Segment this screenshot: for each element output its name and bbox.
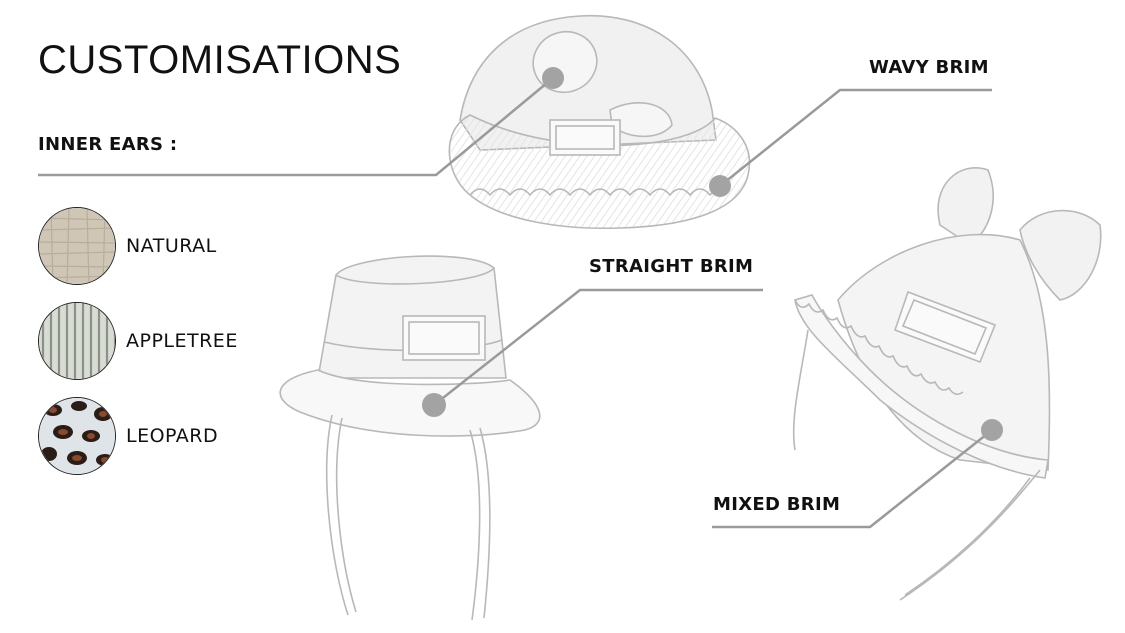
mixed-brim-leader [712,429,993,529]
straight-brim-label: STRAIGHT BRIM [589,256,754,277]
straight-brim-marker [422,393,446,417]
swatch-option-leopard[interactable]: LEOPARD [38,397,218,475]
swatch-label-appletree: APPLETREE [126,330,238,352]
marker-dots [422,67,1003,441]
wavy-brim-hat [448,14,751,230]
straight-brim-leader [433,288,763,406]
inner-ears-marker [542,67,564,89]
appletree-swatch [38,302,116,380]
inner-ears-heading: INNER EARS : [38,134,178,155]
wavy-brim-leader [719,88,992,187]
natural-swatch [38,207,116,285]
inner-ears-leader [38,77,554,177]
page-title: CUSTOMISATIONS [38,38,402,82]
straight-brim-hat [279,255,541,621]
leopard-swatch [38,397,116,475]
mixed-brim-marker [981,419,1003,441]
mixed-brim-label: MIXED BRIM [713,494,841,515]
swatch-label-natural: NATURAL [126,235,217,257]
swatch-option-natural[interactable]: NATURAL [38,207,217,285]
leader-lines [38,77,993,529]
mixed-brim-hat [792,167,1102,601]
swatch-label-leopard: LEOPARD [126,425,219,447]
swatch-option-appletree[interactable]: APPLETREE [38,302,238,380]
wavy-brim-label: WAVY BRIM [869,57,989,78]
wavy-brim-marker [709,175,731,197]
